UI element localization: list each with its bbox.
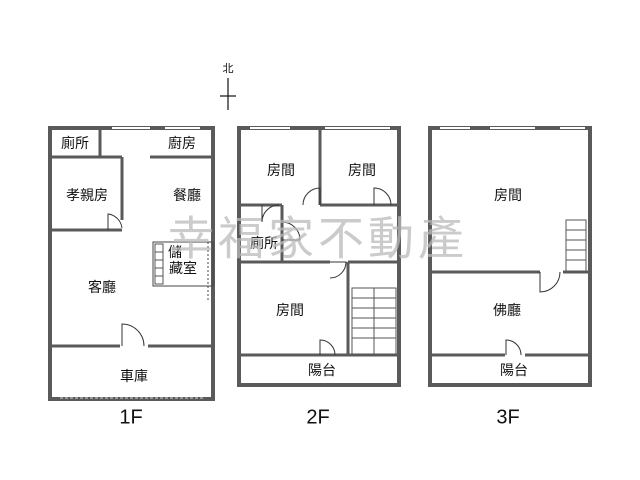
floor-1f-storage-box — [152, 241, 214, 287]
floor-2f-door — [329, 261, 347, 279]
room-label-2f-balcony: 陽台 — [308, 363, 336, 379]
room-label-3f-balcony: 陽台 — [500, 363, 528, 379]
room-label-1f-storage-top: 儲 — [168, 245, 182, 261]
room-label-2f-room-main: 房間 — [276, 303, 304, 319]
room-label-1f-storage-bottom: 藏室 — [169, 260, 197, 277]
floor-2f-door — [281, 221, 301, 241]
floor-1f-door-living — [121, 323, 145, 347]
floor-2f-stair — [351, 287, 397, 355]
floor-1f-stair — [154, 243, 164, 285]
floor-1f-door-parents — [107, 213, 123, 230]
floor-2f-door — [261, 204, 280, 223]
floor-2f-interior-walls — [239, 128, 399, 357]
floor-3f-plan: 房間 佛廳 陽台 3F — [428, 126, 592, 428]
floor-1f-interior-walls — [50, 128, 213, 348]
floor-2f-door — [319, 339, 336, 356]
north-arrow: 北 — [220, 62, 236, 110]
floor-3f-door — [505, 339, 522, 356]
floor-2f-plan: 房間 房間 廁所 房間 陽台 2F — [237, 126, 401, 428]
room-label-1f-dining: 餐廳 — [173, 187, 201, 204]
floor-2f-door — [302, 187, 321, 206]
north-label: 北 — [223, 62, 234, 75]
floor-3f-door — [539, 271, 561, 293]
room-label-1f-garage: 車庫 — [120, 368, 148, 385]
room-label-1f-kitchen: 廚房 — [168, 135, 196, 152]
room-label-3f-room: 房間 — [494, 188, 522, 204]
watermark-text: 幸福家不動產 — [168, 212, 468, 266]
room-label-2f-room-left: 房間 — [267, 163, 295, 179]
floor-label-2f: 2F — [306, 406, 329, 428]
floor-3f-stair — [565, 219, 587, 273]
room-label-1f-parents-room: 孝親房 — [66, 188, 108, 204]
room-label-2f-room-right: 房間 — [348, 163, 376, 179]
room-label-1f-toilet: 廁所 — [61, 135, 89, 152]
floor-1f-plan: 廁所 廚房 孝親房 餐廳 儲 藏室 客廳 車庫 1F — [48, 126, 215, 428]
room-label-3f-buddha-hall: 佛廳 — [493, 302, 521, 319]
room-label-2f-toilet: 廁所 — [250, 235, 278, 252]
floor-2f-door — [373, 187, 392, 206]
floor-label-1f: 1F — [119, 406, 142, 428]
room-label-1f-living: 客廳 — [88, 279, 116, 296]
floor-label-3f: 3F — [496, 406, 519, 428]
